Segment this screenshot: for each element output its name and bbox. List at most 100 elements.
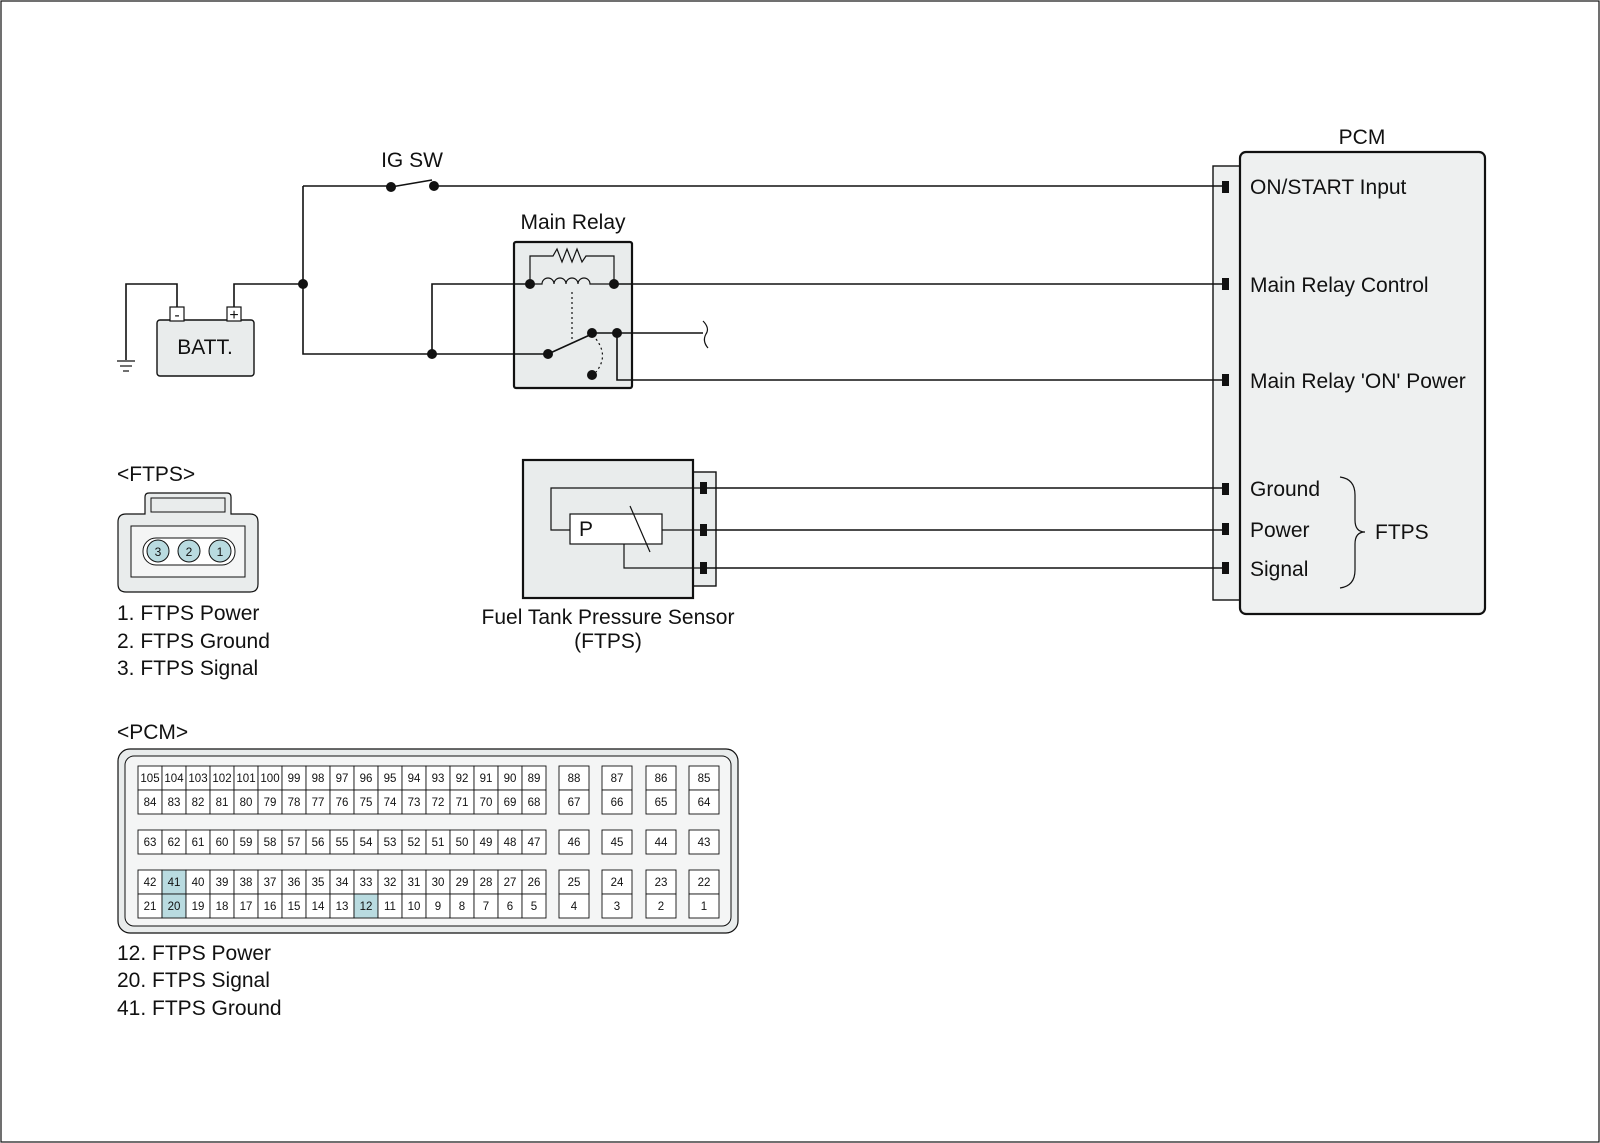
pcm-pin-number: 63 (144, 837, 157, 849)
pcm-title: PCM (1339, 126, 1386, 149)
pcm-pin-number: 81 (216, 797, 229, 809)
sensor-name-abbrev: (FTPS) (574, 630, 642, 653)
ftps-pin-number: 2 (186, 545, 193, 559)
pcm-pin-number: 87 (611, 773, 624, 785)
pcm-pin-cell (209, 765, 235, 791)
pcm-pin-number: 95 (384, 773, 397, 785)
pcm-pin-cell (353, 829, 379, 855)
pcm-pin-number: 67 (568, 797, 581, 809)
pcm-pin-number: 79 (264, 797, 277, 809)
pcm-pin-number: 76 (336, 797, 349, 809)
pcm-pin-number: 22 (698, 877, 711, 889)
pcm-pin-number: 90 (504, 773, 517, 785)
ftps-connector-latch (150, 497, 226, 513)
pcm-pin-cell (688, 893, 720, 919)
pcm-pin-cell (645, 829, 677, 855)
pcm-pin-number: 40 (192, 877, 205, 889)
pcm-pin-number: 33 (360, 877, 373, 889)
ftps-pin-number: 1 (217, 545, 224, 559)
battery-body (156, 319, 255, 377)
pcm-pin-cell (137, 765, 163, 791)
pcm-pin-cell (449, 765, 475, 791)
ftps-sensor: P Fuel Tank Pressure Sensor (FTPS) (482, 458, 1222, 653)
pcm-pin-number: 99 (288, 773, 301, 785)
relay-coil-feed-wire (431, 283, 530, 354)
pcm-pin-cell (601, 893, 633, 919)
pcm-pin-number: 96 (360, 773, 373, 785)
supply-wiring: IG SW (233, 149, 1222, 355)
pcm-pin-number: 8 (459, 901, 465, 913)
pcm-pin-cell (281, 789, 307, 815)
pcm-pin-number: 44 (655, 837, 668, 849)
pcm-pin-number: 98 (312, 773, 325, 785)
relay-body (512, 240, 634, 390)
pcm-pin-cell (185, 893, 211, 919)
pcm-pin-number: 58 (264, 837, 277, 849)
pcm-pin-cell (401, 789, 427, 815)
pcm-pin-cell (497, 869, 523, 895)
pcm-pin-number: 86 (655, 773, 668, 785)
pcm-pin-number: 16 (264, 901, 277, 913)
pcm-pin-cell (497, 829, 523, 855)
pcm-pin-cell (305, 869, 331, 895)
pcm-pin-cell (521, 829, 547, 855)
pcm-pin-cell (233, 789, 259, 815)
sensor-pin (700, 482, 707, 494)
pcm-pin-number: 4 (571, 901, 578, 913)
pcm-pin-cell (353, 893, 379, 919)
pcm-pin-number: 49 (480, 837, 493, 849)
pcm-pin-cell (281, 869, 307, 895)
pcm-pin-cell (209, 829, 235, 855)
pcm-pin-number: 15 (288, 901, 301, 913)
pcm-pin-cell (558, 829, 590, 855)
pcm-terminal-pin (1222, 374, 1229, 386)
pcm-pin-number: 56 (312, 837, 325, 849)
pcm-pin-number: 70 (480, 797, 493, 809)
pcm-pin-cell (185, 829, 211, 855)
pcm-pin-cell (688, 829, 720, 855)
pcm-pin-cell (377, 789, 403, 815)
pcm-pin-number: 74 (384, 797, 397, 809)
sensor-element (569, 513, 663, 545)
ftps-pin (146, 539, 170, 563)
ftps-legend-item: 3. FTPS Signal (117, 657, 258, 680)
pcm-pin-cell (161, 789, 187, 815)
pcm-pin-number: 83 (168, 797, 181, 809)
pcm-pin-number: 78 (288, 797, 301, 809)
pcm-pin-number: 20 (168, 901, 181, 913)
pcm-pin-number: 2 (658, 901, 664, 913)
pcm-pin-number: 26 (528, 877, 541, 889)
pcm-pin-number: 13 (336, 901, 349, 913)
pcm-pin-number: 62 (168, 837, 181, 849)
pcm-pin-number: 42 (144, 877, 157, 889)
pcm-pin-number: 6 (507, 901, 513, 913)
pcm-pin-number: 39 (216, 877, 229, 889)
pcm-pin-number: 3 (614, 901, 620, 913)
ftps-brace (1339, 476, 1366, 589)
pcm-pin-cell (473, 765, 499, 791)
sensor-variable-arrow (629, 505, 651, 553)
pcm-pin-number: 54 (360, 837, 373, 849)
pcm-pin-number: 17 (240, 901, 253, 913)
pcm-pin-cell (688, 869, 720, 895)
ftps-connector-title: <FTPS> (117, 463, 195, 486)
pcm-pin-number: 82 (192, 797, 205, 809)
pcm-pin-number: 25 (568, 877, 581, 889)
pcm-pin-cell (601, 765, 633, 791)
ground-wire (125, 283, 178, 360)
pcm-terminal-label: Power (1250, 519, 1310, 542)
pcm-pin-number: 66 (611, 797, 624, 809)
pcm-connector-title: <PCM> (117, 721, 188, 744)
pcm-pin-cell (645, 893, 677, 919)
ig-switch-blade (390, 179, 433, 188)
pcm-pin-cell (377, 765, 403, 791)
pcm-legend-item: 12. FTPS Power (117, 942, 271, 965)
pcm-pin-number: 72 (432, 797, 445, 809)
pcm-pin-number: 35 (312, 877, 325, 889)
pcm-pin-number: 14 (312, 901, 325, 913)
pcm-pin-cell (601, 829, 633, 855)
pcm-pin-number: 92 (456, 773, 469, 785)
pcm-pin-number: 23 (655, 877, 668, 889)
pcm-pin-number: 85 (698, 773, 711, 785)
